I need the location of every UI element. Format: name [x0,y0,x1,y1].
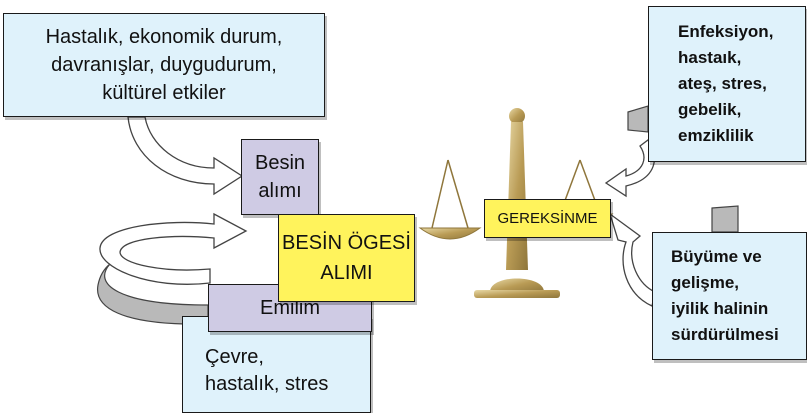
curved-arrow-left-middle [99,212,248,285]
emilim-box: Emilim [208,284,372,332]
top-right-factors-box: Enfeksiyon, hastaık, ateş, stres, gebeli… [648,6,806,162]
curved-arrow-bottom-left [97,263,209,325]
besin-alimi-box: Besin alımı [241,139,319,215]
besin-ogesi-alimi-box: BESİN ÖGESİ ALIMI [278,214,415,302]
bottom-right-factors-box: Büyüme ve gelişme, iyilik halinin sürdür… [652,232,807,360]
curved-arrow-top-left [127,116,244,196]
gereksinme-box: GEREKSİNME [484,199,611,238]
top-left-factors-box: Hastalık, ekonomik durum, davranışlar, d… [3,13,325,117]
bottom-left-factors-box: Çevre, hastalık, stres [182,316,371,413]
